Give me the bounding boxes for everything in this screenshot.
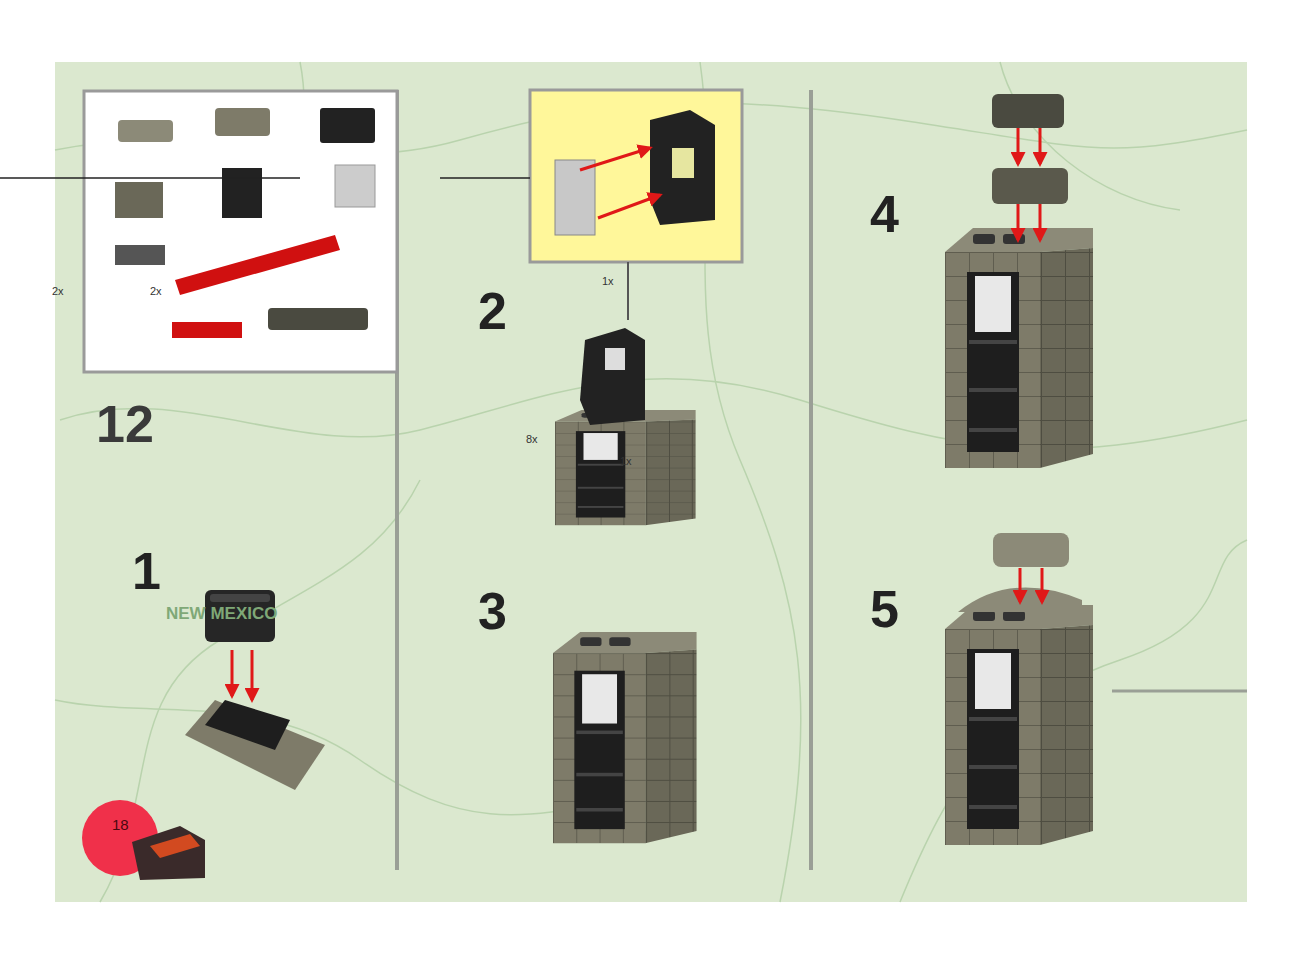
illustration-part xyxy=(1041,568,1044,602)
illustration-part xyxy=(115,245,165,265)
illustration-part xyxy=(172,322,242,338)
illustration-part xyxy=(205,700,290,750)
illustration-part xyxy=(672,148,694,178)
part-count: 2x xyxy=(150,286,162,297)
illustration-part xyxy=(251,650,254,700)
illustration-part xyxy=(1019,568,1022,602)
illustration-part xyxy=(185,700,325,790)
illustration-part xyxy=(605,348,625,370)
illustration-part xyxy=(150,834,200,858)
illustration-part xyxy=(993,533,1069,567)
illustration-part xyxy=(0,177,300,179)
illustration-part xyxy=(231,650,234,696)
step-3-model xyxy=(553,632,697,843)
page-number: 18 xyxy=(112,817,129,832)
illustration-part xyxy=(580,328,645,425)
part-count: 8x xyxy=(526,434,538,445)
illustration-part xyxy=(84,91,397,372)
step-number: 1 xyxy=(132,545,161,597)
step-2-model xyxy=(555,328,696,525)
illustration-part xyxy=(530,90,742,262)
illustration-part xyxy=(580,148,650,170)
step-4-model xyxy=(945,94,1093,468)
step-divider xyxy=(397,90,1247,870)
step-number: 12 xyxy=(96,398,154,450)
map-label: NEW MEXICO xyxy=(166,605,277,622)
illustration-part xyxy=(1017,204,1020,240)
illustration-part xyxy=(1039,204,1042,240)
illustration-part xyxy=(1039,128,1042,164)
step-number: 3 xyxy=(478,585,507,637)
sub-assembly-callout xyxy=(530,90,742,320)
illustration-part xyxy=(992,168,1068,204)
illustration-part xyxy=(627,262,629,320)
illustration-part xyxy=(320,108,375,143)
illustration-part xyxy=(945,228,1093,468)
leader-line xyxy=(0,177,530,179)
illustration-part xyxy=(335,165,375,207)
illustration-part xyxy=(992,94,1064,128)
illustration-part xyxy=(55,62,1247,902)
illustration-part xyxy=(598,195,660,218)
part-count: 1x xyxy=(620,456,632,467)
part-count: 1x xyxy=(602,276,614,287)
illustration-part xyxy=(650,110,715,225)
illustration-part xyxy=(809,90,813,870)
illustration-part xyxy=(1017,128,1020,164)
parts-list xyxy=(84,91,397,372)
illustration-part xyxy=(132,826,205,880)
train-icon xyxy=(82,800,205,880)
illustration-part xyxy=(55,700,620,815)
illustration-part xyxy=(115,182,163,218)
illustration-part xyxy=(222,168,262,218)
part-count: 2x xyxy=(52,286,64,297)
illustration-part xyxy=(118,120,173,142)
illustration-part xyxy=(268,308,368,330)
illustration-part xyxy=(1112,690,1247,693)
step-5-model xyxy=(945,533,1093,845)
page-number-badge: 18 xyxy=(82,800,158,876)
map-background xyxy=(55,62,1247,902)
illustration-part xyxy=(945,605,1093,845)
step-number: 4 xyxy=(870,188,899,240)
illustration-part xyxy=(900,540,1247,902)
illustration-part xyxy=(55,62,1247,902)
step-number: 2 xyxy=(478,285,507,337)
illustration-part xyxy=(215,108,270,136)
illustration-part xyxy=(100,480,420,902)
illustration-part xyxy=(440,177,530,179)
illustration-part xyxy=(555,410,696,525)
illustration-part xyxy=(210,594,270,602)
step-number: 5 xyxy=(870,583,899,635)
illustration-part xyxy=(555,160,595,235)
illustration-part xyxy=(175,235,340,295)
